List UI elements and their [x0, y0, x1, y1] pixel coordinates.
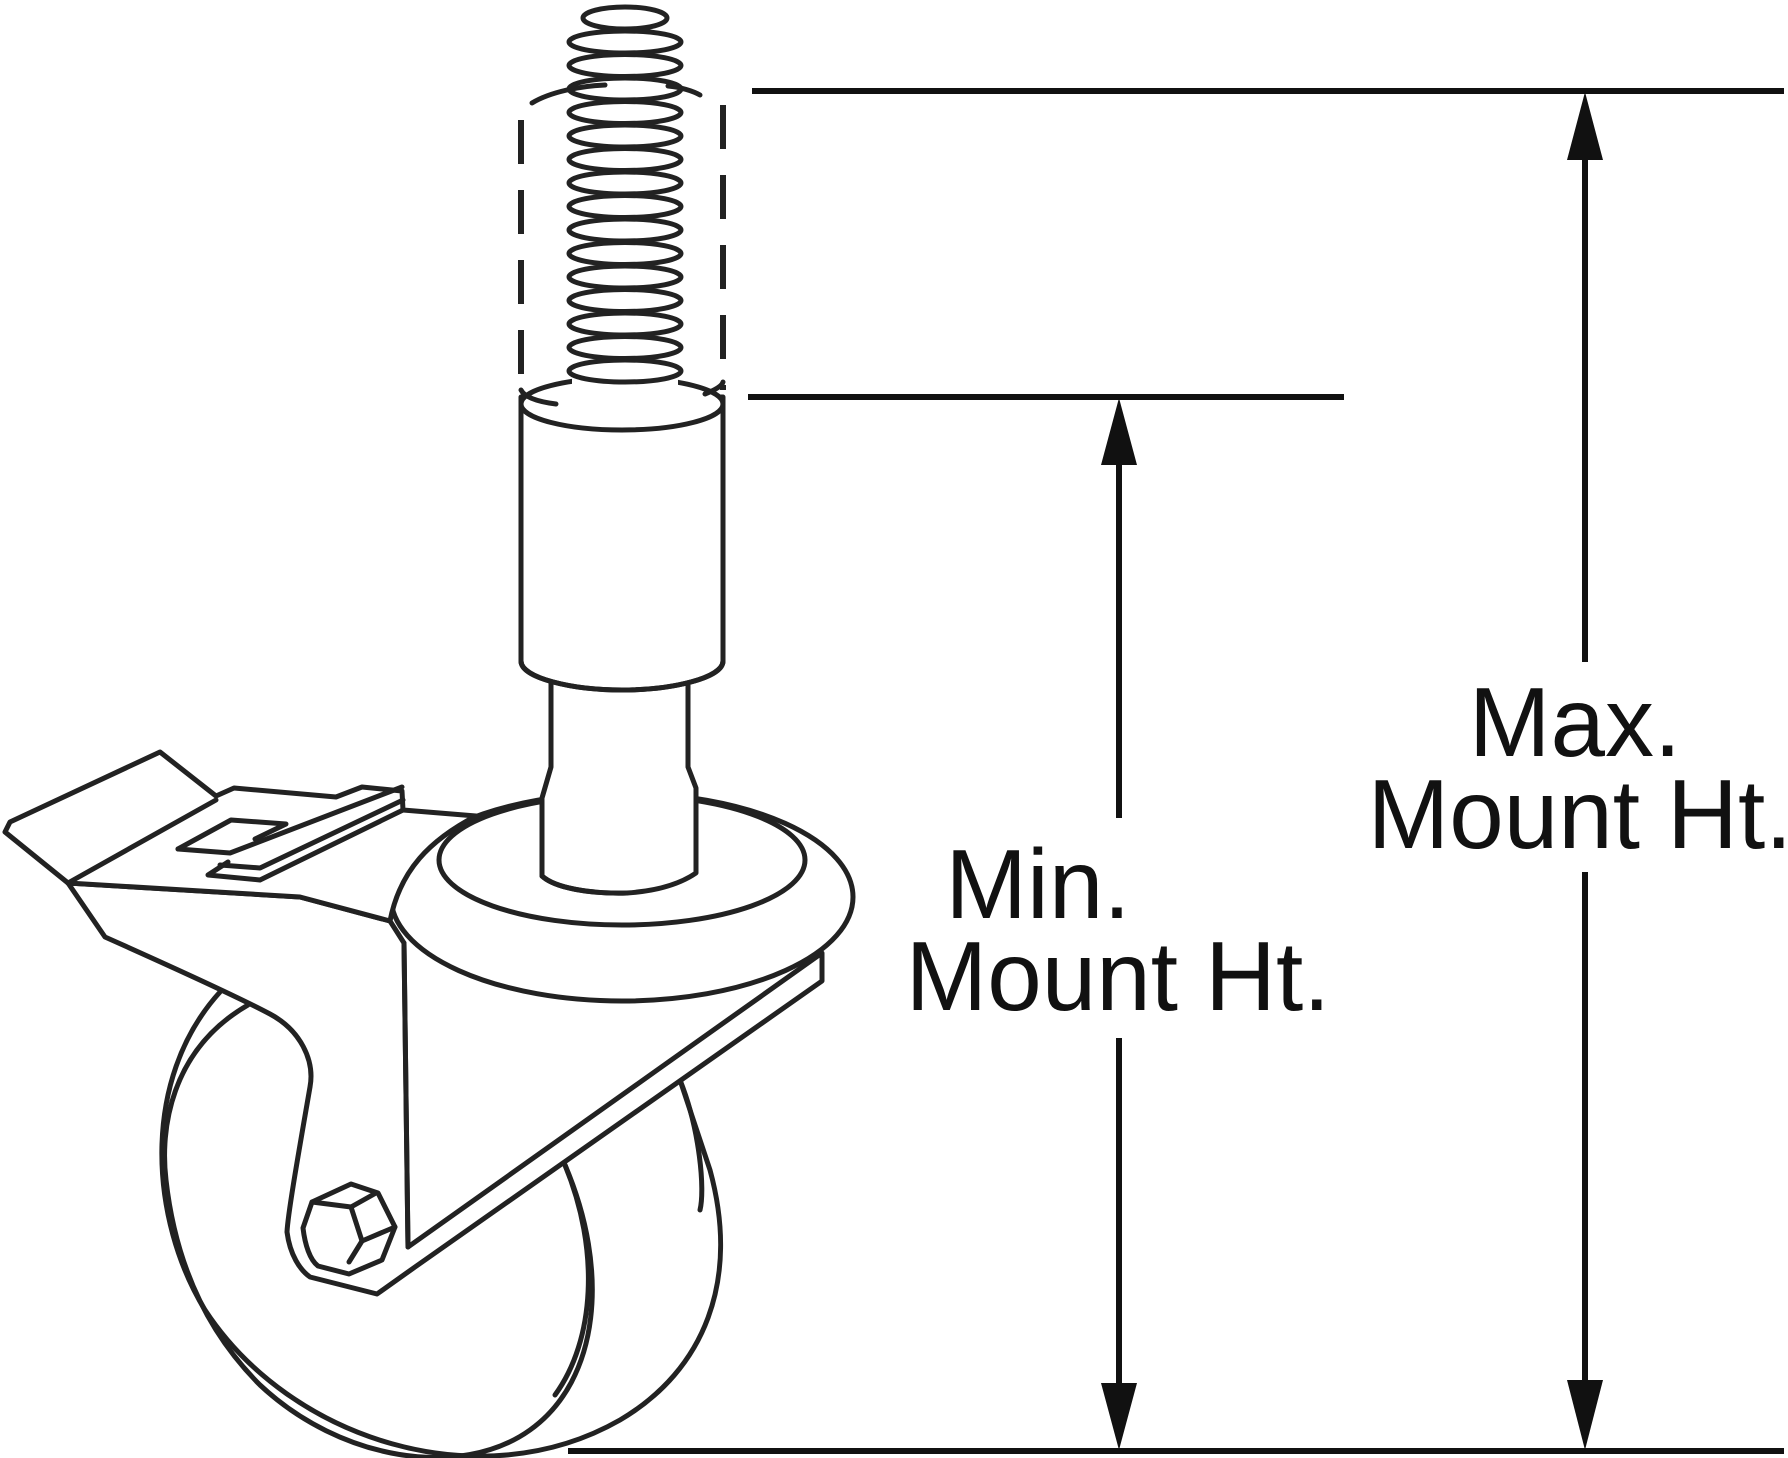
thread-ridge-12: [566, 310, 684, 338]
min-dimension-top-arrow: [1101, 398, 1137, 465]
min-label-line2: Mount Ht.: [906, 921, 1331, 1031]
thread-ridge-1: [566, 52, 684, 79]
thread-ridge-11: [566, 287, 684, 314]
max-dimension-bottom-arrow: [1567, 1380, 1603, 1450]
thread-ridge-3: [566, 99, 684, 126]
thread-ridge-14: [566, 357, 684, 385]
thread-ridge-5: [566, 146, 684, 173]
brake-pedal: [2, 749, 479, 924]
dimension-labels: Min. Mount Ht. Max. Mount Ht.: [906, 667, 1788, 1031]
threaded-stud: [566, 4, 684, 390]
thread-ridge-7: [566, 193, 684, 220]
max-dimension-top-arrow: [1567, 92, 1603, 160]
dimension-lines: [568, 88, 1784, 1454]
max-label-line2: Mount Ht.: [1368, 759, 1788, 869]
caster-wheel: [159, 989, 724, 1458]
stud-tip: [580, 4, 670, 32]
adjustment-range-outline: [518, 82, 726, 407]
thread-ridge-8: [566, 216, 684, 244]
caster-stem: [518, 375, 726, 896]
max-label-line1: Max.: [1469, 667, 1681, 777]
thread-ridge-6: [566, 169, 684, 197]
thread-ridge-0: [566, 28, 684, 56]
thread-ridge-13: [566, 334, 684, 361]
min-label-line1: Min.: [945, 829, 1130, 939]
min-dimension-bottom-arrow: [1101, 1383, 1137, 1450]
thread-ridge-4: [566, 122, 684, 150]
thread-ridge-10: [566, 263, 684, 291]
thread-ridge-9: [566, 240, 684, 267]
caster-fork: [65, 880, 825, 1297]
